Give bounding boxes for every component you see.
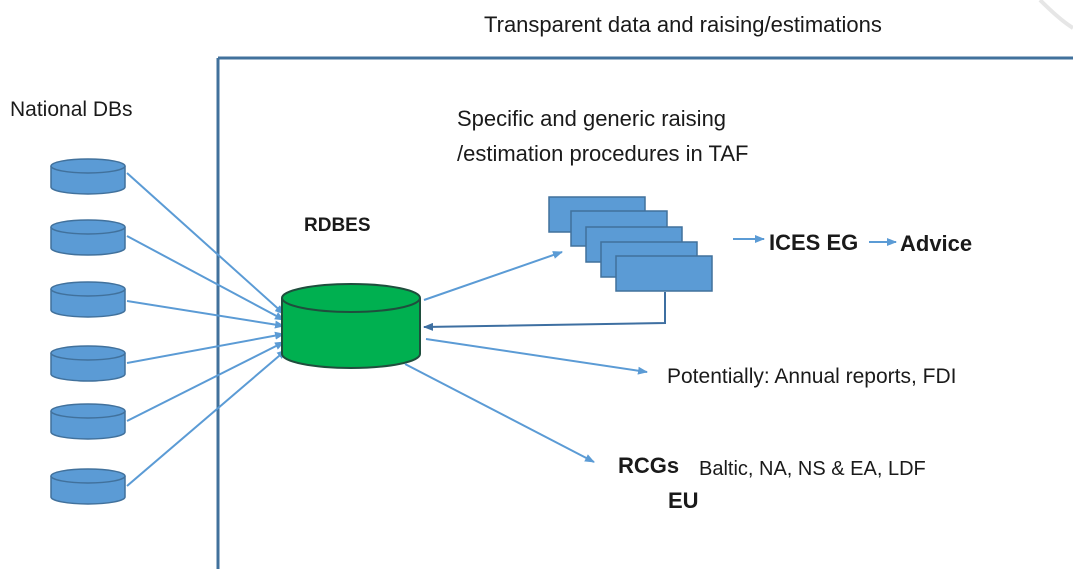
national-to-rdbes-arrow <box>126 300 285 329</box>
national-to-rdbes-arrow <box>126 172 285 315</box>
diagram-title: Transparent data and raising/estimations <box>484 12 882 37</box>
rdbes-to-rcgs-arrow <box>404 363 595 463</box>
advice-label: Advice <box>900 231 973 256</box>
national-dbs-label: National DBs <box>10 98 133 121</box>
ices-eg-label: ICES EG <box>769 230 859 255</box>
national-db-icon <box>50 281 126 318</box>
decorative-curve <box>1038 0 1073 30</box>
national-db-icon <box>50 219 126 256</box>
procedures-label-line2: /estimation procedures in TAF <box>457 141 749 166</box>
rdbes-to-potential-arrow <box>425 338 648 375</box>
rcgs-detail-label: Baltic, NA, NS & EA, LDF <box>699 458 926 480</box>
procedure-doc-icon <box>615 255 713 292</box>
national-db-icon <box>50 158 126 195</box>
rcgs-label: RCGs <box>618 453 680 478</box>
rdbes-database-icon <box>281 283 421 369</box>
national-db-icon <box>50 468 126 505</box>
national-db-icon <box>50 345 126 382</box>
national-to-rdbes-arrow <box>126 349 287 487</box>
rdbes-to-procedures-arrow <box>423 251 563 301</box>
procedures-label-line1: Specific and generic raising <box>457 106 727 131</box>
national-to-rdbes-arrow <box>126 235 285 321</box>
national-to-rdbes-arrow <box>126 331 285 364</box>
procedures-feedback-arrow <box>423 292 666 331</box>
eu-label: EU <box>668 488 699 513</box>
national-to-rdbes-arrow <box>126 341 285 422</box>
rdbes-label: RDBES <box>304 215 371 236</box>
potential-outputs-label: Potentially: Annual reports, FDI <box>667 365 957 388</box>
national-db-icon <box>50 403 126 440</box>
